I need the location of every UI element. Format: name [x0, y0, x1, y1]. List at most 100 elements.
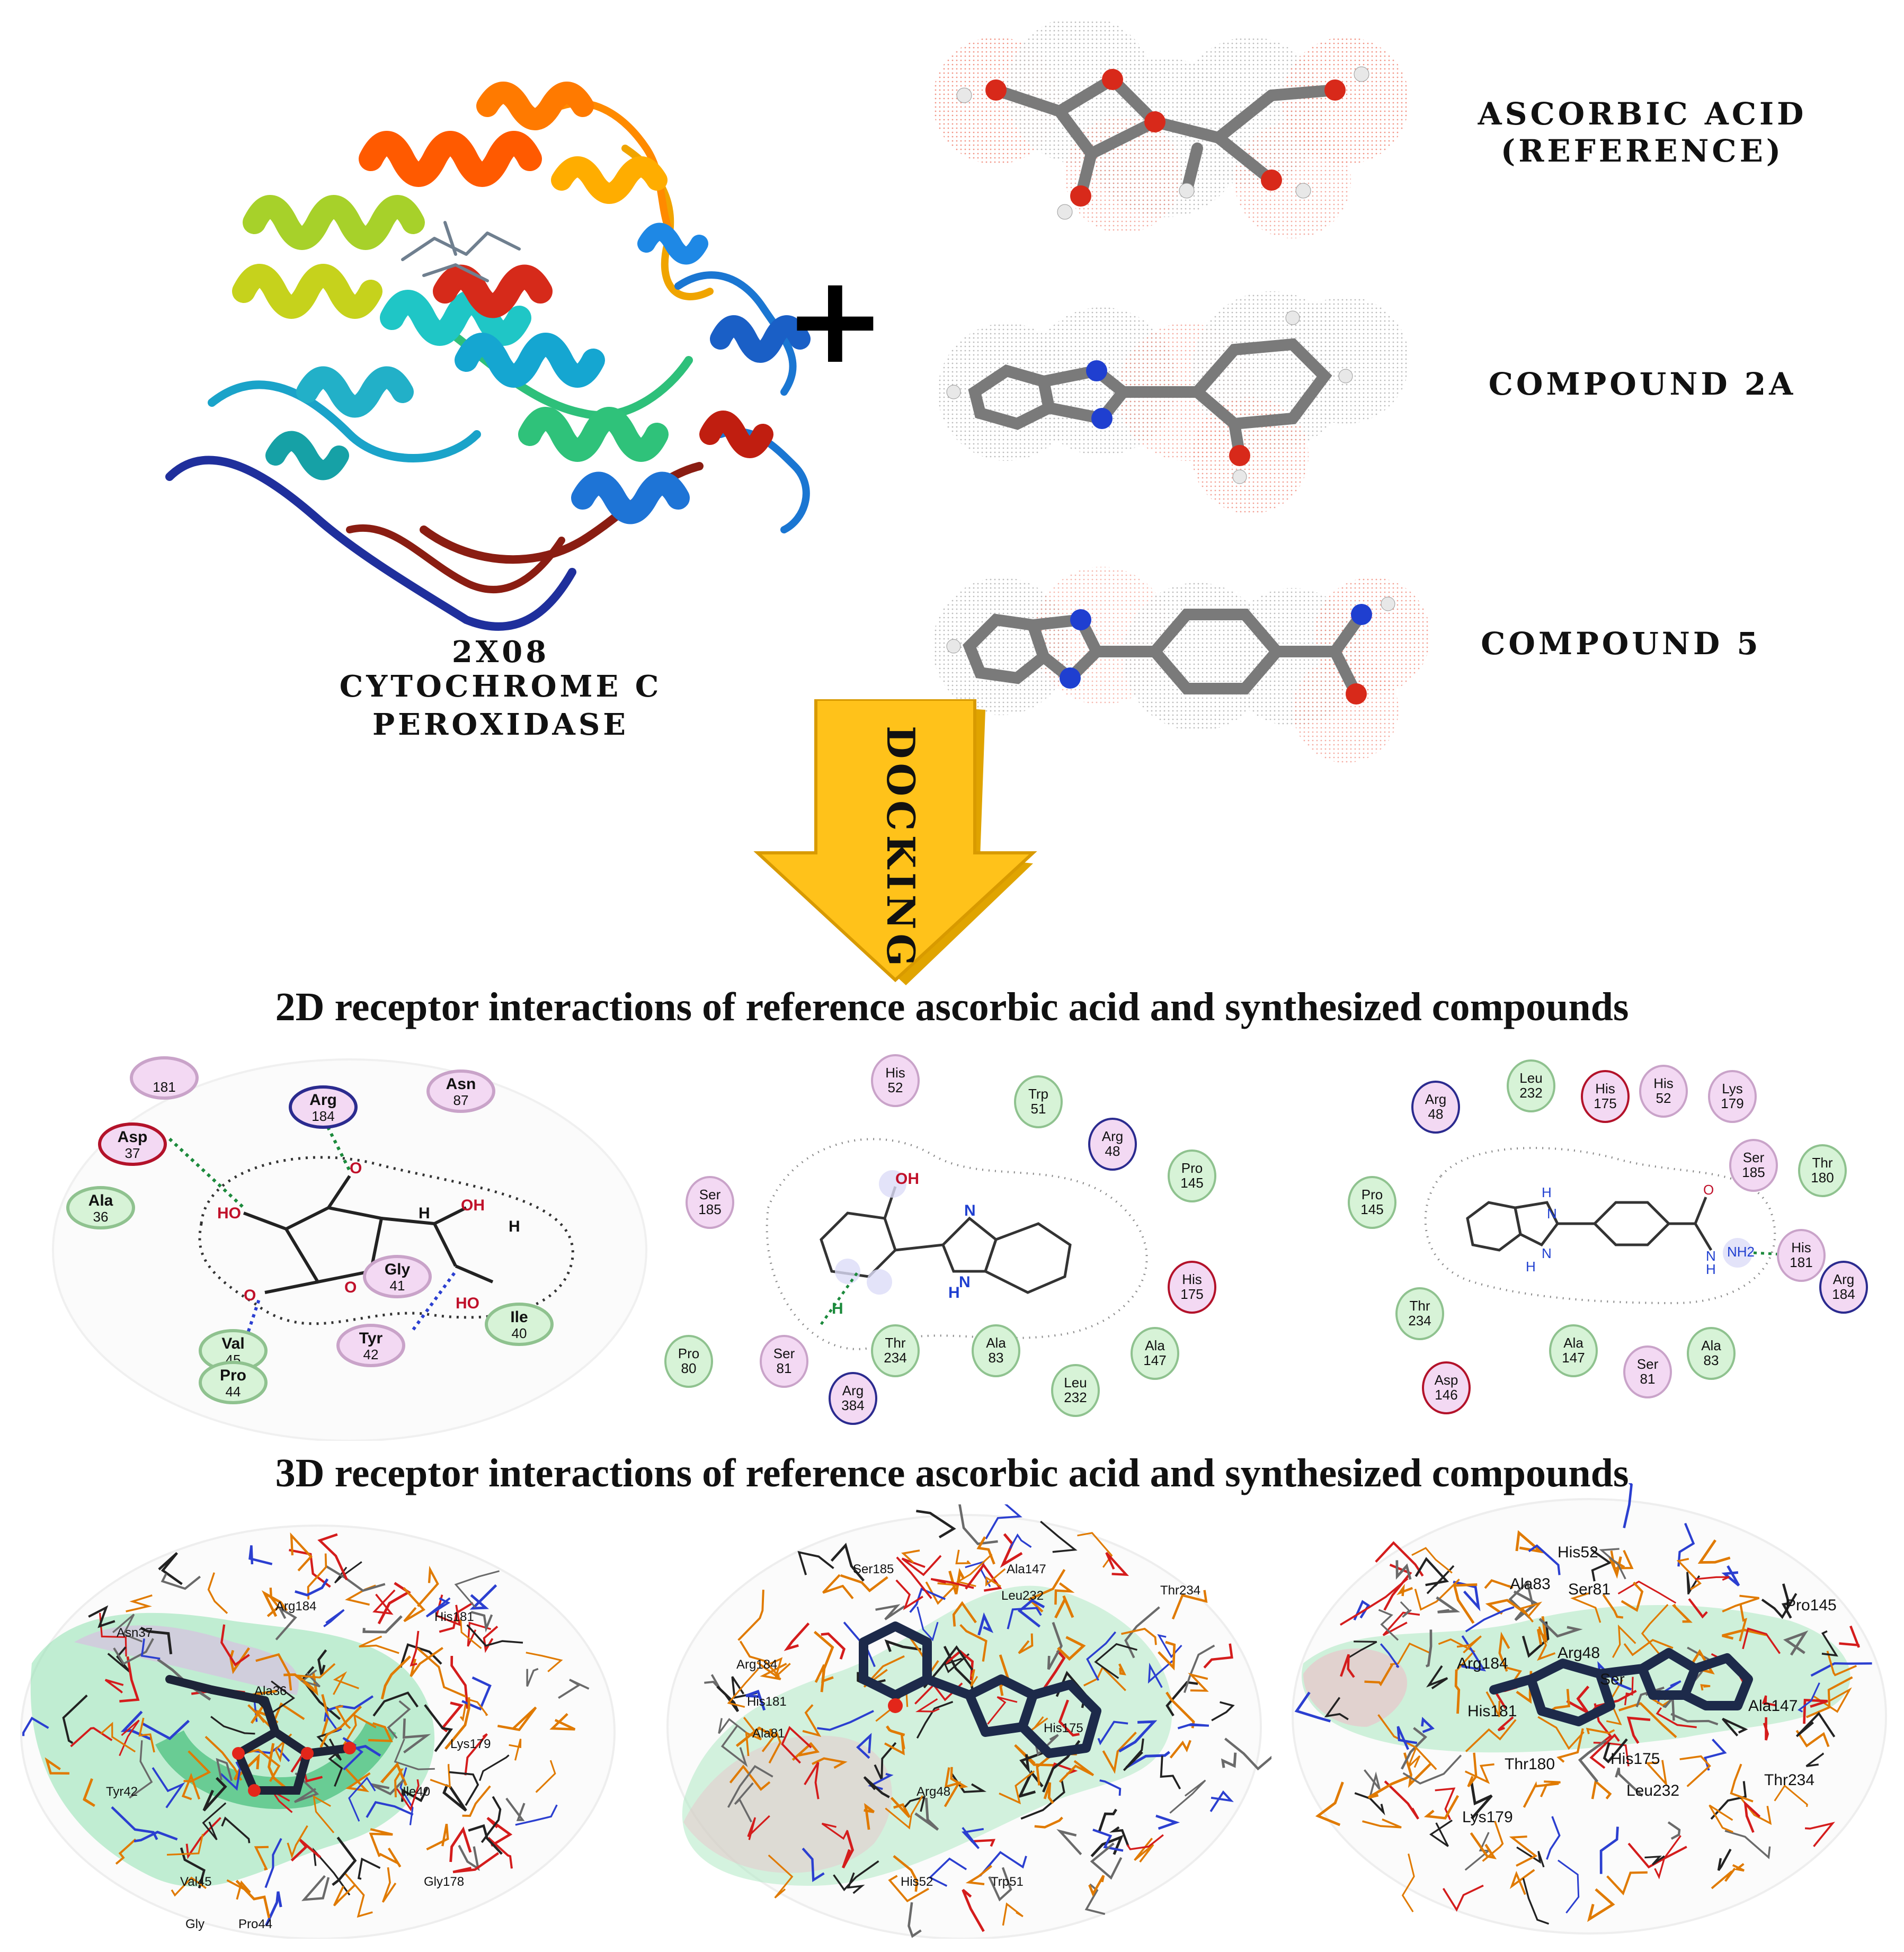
svg-text:80: 80	[681, 1360, 697, 1376]
atom-o-3: O	[344, 1279, 357, 1296]
svg-text:184: 184	[312, 1108, 334, 1124]
residue-disc-ser-81: Ser81	[1623, 1345, 1672, 1398]
svg-text:Arg: Arg	[309, 1091, 337, 1109]
residue-disc-ala-147: Ala147	[1131, 1327, 1179, 1380]
svg-text:Gly: Gly	[385, 1261, 411, 1278]
svg-text:232: 232	[1064, 1389, 1087, 1405]
residue-disc-ala-83: Ala83	[972, 1324, 1020, 1377]
svg-text:Tyr: Tyr	[359, 1330, 383, 1347]
svg-text:Ser: Ser	[1743, 1149, 1765, 1165]
atom-o: O	[1703, 1182, 1714, 1198]
atom-ho-2: HO	[456, 1295, 479, 1312]
svg-text:42: 42	[363, 1347, 379, 1362]
svg-text:147: 147	[1143, 1352, 1166, 1368]
residue-label-3d: Pro44	[238, 1917, 272, 1931]
svg-text:48: 48	[1105, 1143, 1120, 1159]
residue-disc-ala-147: Ala147	[1549, 1324, 1598, 1377]
svg-text:234: 234	[884, 1350, 906, 1366]
residue-disc-pro-44: Pro44	[199, 1361, 268, 1404]
residue-label-3d: Ala83	[1510, 1575, 1551, 1593]
svg-text:81: 81	[1640, 1371, 1656, 1387]
residue-disc-his-52: His52	[1639, 1065, 1688, 1118]
title-2d-interactions: 2D receptor interactions of reference as…	[275, 985, 1629, 1029]
svg-text:Val: Val	[221, 1335, 244, 1352]
residue-label-3d: His175	[1611, 1750, 1660, 1768]
residue-disc-ala-83: Ala83	[1687, 1327, 1736, 1380]
residue-disc-thr-234: Thr234	[1395, 1287, 1444, 1340]
residue-label-3d: Thr180	[1505, 1755, 1555, 1773]
svg-text:145: 145	[1180, 1175, 1203, 1191]
svg-text:Thr: Thr	[1812, 1155, 1833, 1171]
svg-text:184: 184	[1832, 1286, 1855, 1302]
docking-arrow-label: DOCKING	[878, 726, 923, 971]
svg-text:Thr: Thr	[1410, 1298, 1430, 1314]
compound-2a-label: COMPOUND 2A	[1488, 366, 1796, 402]
residue-disc-tyr-42: Tyr42	[336, 1324, 405, 1367]
residue-label-3d: Ile40	[403, 1785, 430, 1799]
residue-disc-his-52: His52	[871, 1054, 920, 1107]
svg-text:Ala: Ala	[88, 1192, 113, 1209]
residue-label-3d: His181	[1467, 1703, 1517, 1720]
atom-oh: OH	[895, 1170, 919, 1188]
atom-n-2: N	[959, 1273, 971, 1291]
svg-text:181: 181	[153, 1079, 175, 1095]
svg-text:Pro: Pro	[1181, 1160, 1203, 1176]
svg-text:52: 52	[1656, 1090, 1671, 1106]
svg-text:Ser: Ser	[773, 1345, 795, 1361]
protein-code: 2X08	[451, 635, 550, 670]
svg-text:232: 232	[1519, 1085, 1542, 1101]
residue-disc-res-181: 181	[130, 1056, 199, 1100]
svg-text:Asp: Asp	[1435, 1372, 1458, 1388]
residue-label-3d: Ser	[1600, 1671, 1625, 1688]
svg-text:Leu: Leu	[1064, 1375, 1087, 1391]
svg-text:36: 36	[93, 1209, 109, 1225]
residue-label-3d: Tyr42	[106, 1785, 138, 1799]
svg-text:48: 48	[1428, 1106, 1444, 1122]
atom-h-1: H	[1542, 1184, 1552, 1200]
svg-text:His: His	[1791, 1240, 1811, 1255]
svg-text:234: 234	[1408, 1313, 1431, 1329]
residue-disc-lys-179: Lys179	[1708, 1070, 1757, 1123]
svg-text:Pro: Pro	[678, 1345, 699, 1361]
residue-disc-arg-48: Arg48	[1411, 1081, 1460, 1134]
plus-symbol: +	[784, 249, 886, 391]
atom-nh2: NH2	[1727, 1244, 1755, 1260]
svg-text:37: 37	[125, 1145, 140, 1161]
svg-text:Trp: Trp	[1028, 1086, 1048, 1102]
residue-label-3d: Ser185	[853, 1562, 894, 1576]
residue-disc-arg-48: Arg48	[1088, 1118, 1137, 1171]
residue-label-3d: Ala81	[752, 1726, 785, 1741]
svg-text:Pro: Pro	[1362, 1187, 1383, 1202]
svg-text:Arg: Arg	[1425, 1091, 1446, 1107]
atom-h-2: H	[832, 1300, 843, 1317]
protein-name: CYTOCHROME C PEROXIDASE	[339, 669, 662, 742]
residue-disc-leu-232: Leu232	[1507, 1059, 1555, 1112]
residue-label-3d: Thr234	[1764, 1771, 1814, 1789]
svg-text:His: His	[885, 1065, 905, 1081]
title-3d-interactions: 3D receptor interactions of reference as…	[275, 1451, 1629, 1495]
residue-disc-his-175: His175	[1168, 1261, 1216, 1314]
residue-label-3d: Val45	[180, 1875, 212, 1889]
svg-text:His: His	[1595, 1081, 1615, 1097]
svg-text:Lys: Lys	[1722, 1081, 1743, 1097]
svg-text:185: 185	[698, 1201, 721, 1217]
svg-text:Ala: Ala	[1563, 1335, 1583, 1351]
svg-text:Thr: Thr	[885, 1335, 906, 1351]
residue-label-3d: Thr234	[1160, 1583, 1200, 1598]
residue-label-3d: Arg184	[1457, 1655, 1508, 1672]
residue-disc-his-175: His175	[1581, 1070, 1630, 1123]
residue-label-3d: His181	[434, 1610, 474, 1624]
atom-h-2: H	[509, 1218, 520, 1235]
ascorbic-acid-label-line2: (REFERENCE)	[1500, 133, 1784, 169]
svg-text:81: 81	[777, 1360, 792, 1376]
residue-disc-ser-185: Ser185	[1729, 1139, 1778, 1192]
residue-disc-thr-234: Thr234	[871, 1324, 920, 1377]
residue-disc-his-181: His181	[1777, 1229, 1826, 1282]
residue-disc-leu-232: Leu232	[1051, 1364, 1100, 1417]
